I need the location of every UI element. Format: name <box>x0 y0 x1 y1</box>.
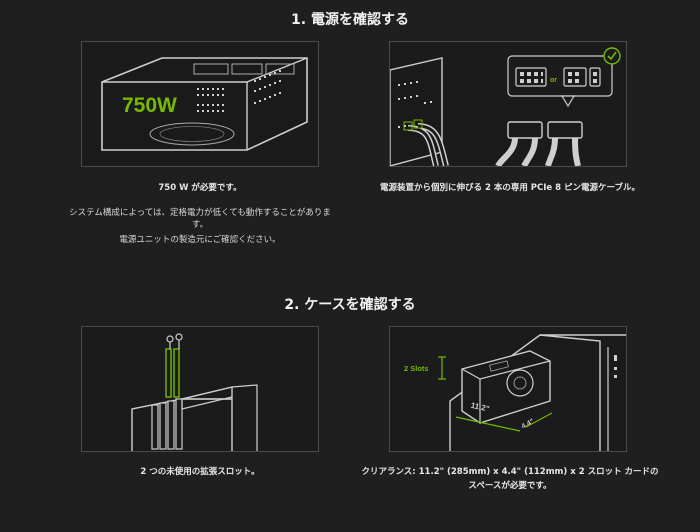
power-section-title: 1. 電源を確認する <box>291 12 409 28</box>
gpu-clearance-illustration: 2 Slots 11.2" 4.4" <box>389 326 627 452</box>
pcie-cable-illustration: or <box>389 41 627 167</box>
length-dimension-label: 11.2" <box>470 401 491 414</box>
check-circle-icon <box>603 47 621 65</box>
system-note-line2: す。 <box>191 220 209 230</box>
connector-or-label: or <box>550 77 557 84</box>
psu-wattage-label: 750W <box>122 94 177 117</box>
psu-drawing: 750W <box>101 57 308 151</box>
expansion-slots-illustration <box>81 326 319 452</box>
slots-dimension-label: 2 Slots <box>404 364 429 373</box>
psu-illustration: 750W <box>81 41 319 167</box>
pcie-cable-caption: 電源装置から個別に伸びる 2 本の専用 PCIe 8 ピン電源ケーブル。 <box>379 183 640 193</box>
expansion-slots-caption: 2 つの未使用の拡張スロット。 <box>140 467 260 477</box>
expansion-slots-drawing <box>131 333 258 451</box>
height-dimension-label: 4.4" <box>521 418 536 430</box>
gpu-clearance-drawing: 2 Slots 11.2" 4.4" <box>404 334 626 451</box>
clearance-caption-line2: スペースが必要です。 <box>468 481 552 491</box>
system-note-line1: システム構成によっては、定格電力が低くても動作することがありま <box>69 208 331 218</box>
wattage-caption: 750 W が必要です。 <box>158 183 242 193</box>
manufacturer-note: 電源ユニットの製造元にご確認ください。 <box>119 235 281 245</box>
clearance-caption-line1: クリアランス: 11.2" (285mm) x 4.4" (112mm) x 2… <box>361 467 659 477</box>
pcie-cable-drawing: or <box>390 47 621 166</box>
case-section-title: 2. ケースを確認する <box>284 297 416 313</box>
